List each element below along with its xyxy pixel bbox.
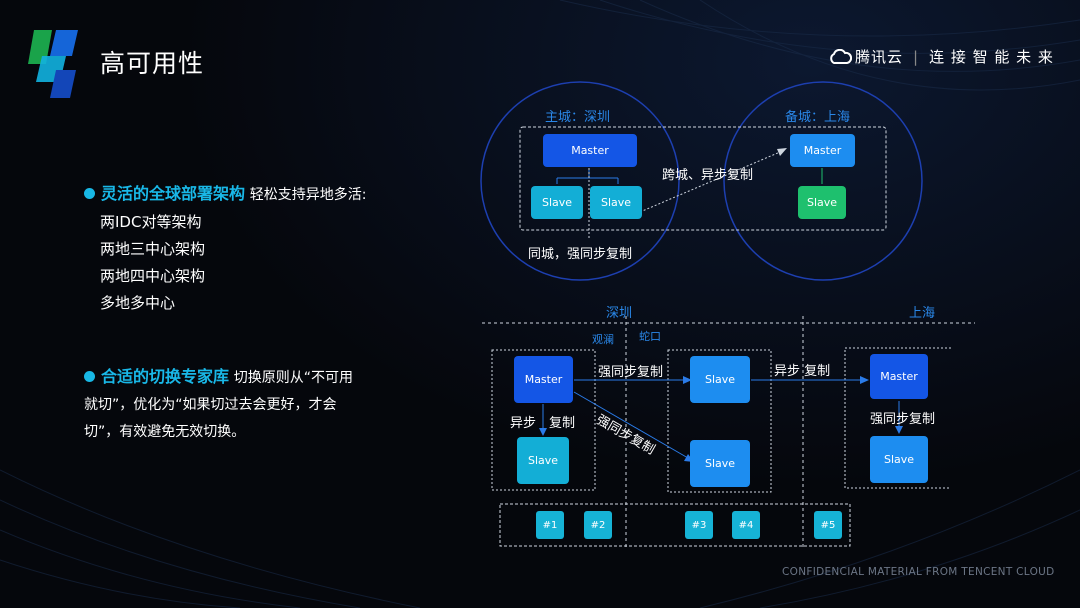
top-slave-shenzhen-2: Slave: [590, 186, 642, 219]
copy-label: 复制: [549, 416, 576, 431]
async-label: 异步: [510, 416, 537, 431]
brand-name: 腾讯云: [855, 48, 904, 66]
bullet-dot: [84, 188, 95, 199]
brand-bar: 腾讯云 | 连 接 智 能 未 来: [828, 46, 1054, 67]
main-city-label: 主城：深圳: [545, 110, 611, 125]
chip-2: #2: [584, 511, 612, 539]
deploy-item: 两地三中心架构: [100, 240, 206, 258]
bullet-text: 就切”，优化为“如果切过去会更好，才会: [84, 397, 337, 413]
logo-icon: [28, 30, 78, 98]
top-slave-shanghai: Slave: [798, 186, 846, 219]
city-right-label: 上海: [909, 306, 936, 321]
brand-divider: |: [913, 48, 920, 66]
bullet-title: 合适的切换专家库: [101, 367, 230, 386]
bullet-global-deploy: 灵活的全球部署架构 轻松支持异地多活: 两IDC对等架构 两地三中心架构 两地四…: [84, 180, 367, 317]
page-title: 高可用性: [100, 49, 205, 78]
chip-3: #3: [685, 511, 713, 539]
dc-a-label: 观澜: [592, 333, 614, 346]
chip-5: #5: [814, 511, 842, 539]
footer-text: CONFIDENCIAL MATERIAL FROM TENCENT CLOUD: [782, 566, 1055, 578]
strong-sync-label: 强同步复制: [598, 365, 664, 380]
bullet-text: 切换原则从“不可用: [233, 370, 354, 386]
city-left-label: 深圳: [606, 306, 633, 321]
top-master-shenzhen: Master: [543, 134, 637, 167]
bottom-slave-shenzhen: Slave: [517, 437, 569, 484]
bullet-dot: [84, 371, 95, 382]
deploy-item: 两地四中心架构: [100, 267, 206, 285]
bottom-slave-shekou-1: Slave: [690, 356, 750, 403]
bullet-title: 灵活的全球部署架构: [101, 184, 246, 203]
async-copy-label: 异步 复制: [774, 364, 831, 379]
deploy-item: 两IDC对等架构: [100, 213, 202, 231]
backup-city-label: 备城：上海: [785, 110, 851, 125]
top-slave-shenzhen-1: Slave: [531, 186, 583, 219]
right-strong-sync-label: 强同步复制: [870, 412, 936, 427]
chip-1: #1: [536, 511, 564, 539]
bottom-master-shenzhen: Master: [514, 356, 573, 403]
bullet-text: 切”，有效避免无效切换。: [84, 424, 246, 440]
deploy-item: 多地多中心: [100, 294, 176, 312]
bullet-text: 轻松支持异地多活:: [249, 187, 367, 203]
bottom-master-shanghai: Master: [870, 354, 928, 399]
bullet-switch-expert: 合适的切换专家库 切换原则从“不可用 就切”，优化为“如果切过去会更好，才会 切…: [84, 363, 353, 446]
cross-city-label: 跨城、异步复制: [662, 168, 754, 183]
brand-slogan: 连 接 智 能 未 来: [929, 48, 1054, 66]
chip-4: #4: [732, 511, 760, 539]
bottom-slave-shanghai: Slave: [870, 436, 928, 483]
top-master-shanghai: Master: [790, 134, 855, 167]
cloud-icon: [830, 48, 853, 64]
same-city-label: 同城，强同步复制: [528, 247, 633, 262]
dc-b-label: 蛇口: [639, 330, 661, 343]
bottom-slave-shekou-2: Slave: [690, 440, 750, 487]
